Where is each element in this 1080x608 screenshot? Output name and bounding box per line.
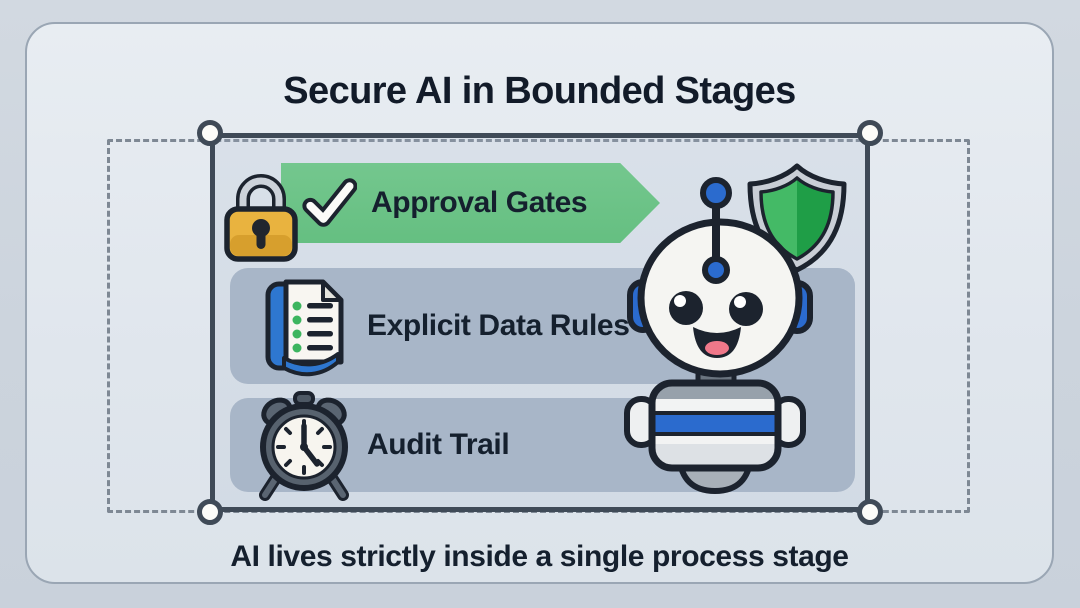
caption: AI lives strictly inside a single proces… — [230, 540, 849, 573]
selection-handle-bottom-right — [857, 499, 883, 525]
alarm-clock-icon — [259, 391, 349, 501]
document-icon — [265, 279, 344, 377]
stage-label: Audit Trail — [367, 428, 510, 461]
stage-label: Explicit Data Rules — [367, 309, 630, 342]
stage-label: Approval Gates — [371, 186, 588, 219]
robot-mascot-icon — [624, 177, 813, 495]
selection-handle-bottom-left — [197, 499, 223, 525]
lock-icon — [224, 174, 298, 262]
checkmark-icon — [302, 178, 357, 227]
page-title: Secure AI in Bounded Stages — [283, 70, 796, 112]
shield-icon — [747, 163, 847, 273]
selection-handle-top-left — [197, 120, 223, 146]
stage-approval-gates: Approval Gates — [281, 163, 660, 243]
selection-handle-top-right — [857, 120, 883, 146]
